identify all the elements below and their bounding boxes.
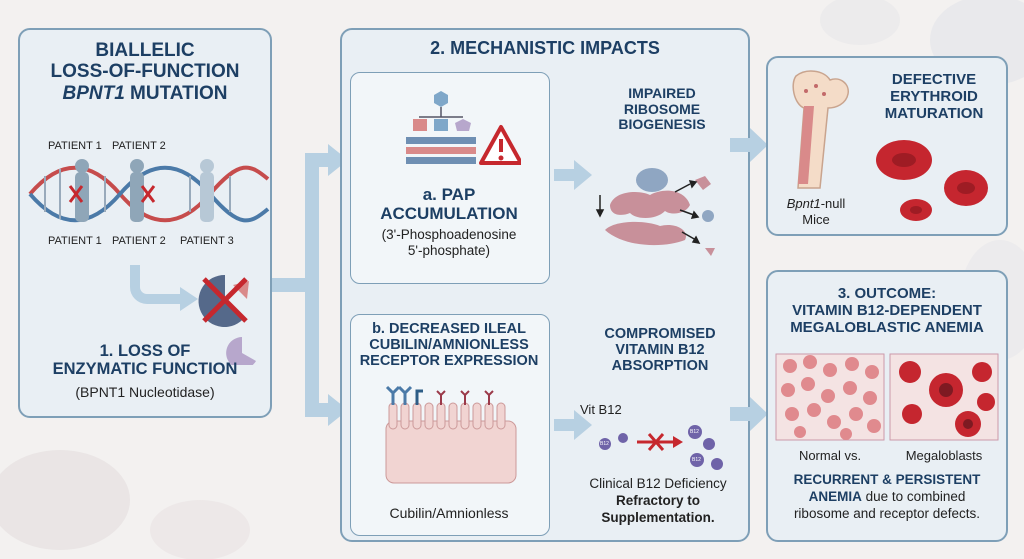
mega-label: Megaloblasts — [905, 448, 983, 463]
gene-name: BPNT1 — [62, 82, 125, 104]
recurrent-line1: RECURRENT & PERSISTENT — [793, 472, 981, 487]
panel-erythroid: Bpnt1-null Mice DEFECTIVE ERYTHROID MATU… — [766, 56, 1008, 236]
ribosome-title: IMPAIRED RIBOSOME BIOGENESIS — [582, 85, 742, 133]
pap-hierarchy-icon — [406, 91, 521, 165]
pap-sub-line1: (3'-Phosphoadenosine — [381, 227, 517, 242]
ribo-line2: RIBOSOME — [623, 100, 701, 117]
vit-line2: VITAMIN B12 — [615, 342, 705, 359]
panel-mechanistic: 2. MECHANISTIC IMPACTS a. PAP ACCUMULATI… — [340, 28, 750, 542]
vit-line1: COMPROMISED — [604, 326, 716, 342]
panel2-title: 2. MECHANISTIC IMPACTS — [430, 38, 660, 58]
mice-label: Bpnt1-null Mice — [774, 196, 858, 227]
vit-b12-label: Vit B12 — [580, 402, 622, 417]
ribo-line3: BIOGENESIS — [618, 116, 706, 133]
title-suffix: MUTATION — [124, 82, 228, 104]
patient-label-bottom-3: PATIENT 3 — [180, 235, 234, 247]
enzyme-inhibited-icon — [130, 265, 256, 365]
loss-line2: ENZYMATIC FUNCTION — [52, 360, 238, 379]
vitamin-title: COMPROMISED VITAMIN B12 ABSORPTION — [572, 326, 748, 375]
cubilin-title: b. DECREASED ILEAL CUBILIN/AMNIONLESS RE… — [351, 321, 547, 370]
bone-icon — [792, 70, 849, 189]
cubilin-line1: b. DECREASED ILEAL — [372, 321, 526, 337]
pap-sub-line2: 5'-phosphate) — [407, 243, 491, 259]
recurrent-line3: ribosome and receptor defects. — [793, 505, 981, 521]
mice-line2: Mice — [802, 211, 830, 227]
red-blood-cells-icon — [876, 140, 988, 221]
cubilin-line3: RECEPTOR EXPRESSION — [359, 353, 539, 370]
cubilin-cell-label: Cubilin/Amnionless — [389, 505, 509, 521]
deficiency-text: Clinical B12 Deficiency Refractory to Su… — [568, 476, 748, 527]
erythroid-title: DEFECTIVE ERYTHROID MATURATION — [864, 71, 1004, 122]
normal-label: Normal vs. — [798, 448, 862, 463]
b12-molecule-label-2: B12 — [690, 429, 699, 435]
recurrent-rest: due to combined — [861, 488, 966, 504]
mice-suffix: -null — [820, 196, 846, 211]
b12-molecule-label-1: B12 — [600, 441, 609, 447]
pap-line2: ACCUMULATION — [380, 204, 518, 224]
intestinal-epithelium-icon — [385, 385, 517, 484]
title-line2: LOSS-OF-FUNCTION — [50, 61, 240, 83]
deficiency-line2: Refractory to — [615, 492, 701, 508]
outcome-line3: MEGALOBLASTIC ANEMIA — [790, 318, 984, 336]
pap-line1: a. PAP — [422, 185, 476, 204]
outcome-title: 3. OUTCOME: VITAMIN B12-DEPENDENT MEGALO… — [768, 285, 1006, 336]
loss-function-sub: (BPNT1 Nucleotidase) — [75, 384, 215, 400]
patient-label-bottom-2: PATIENT 2 — [112, 235, 166, 247]
patient-label-top-1: PATIENT 1 — [48, 140, 102, 152]
cubilin-line2: CUBILIN/AMNIONLESS — [369, 337, 529, 354]
ery-line2: ERYTHROID — [890, 87, 978, 105]
arrow-to-erythroid — [730, 128, 768, 162]
deficiency-line1: Clinical B12 Deficiency — [589, 476, 727, 491]
ribo-line1: IMPAIRED — [628, 85, 696, 101]
title-line1: BIALLELIC — [95, 40, 195, 61]
arrow-pap-to-ribosome — [554, 160, 592, 190]
panel-mutation: BIALLELIC LOSS-OF-FUNCTION BPNT1 MUTATIO… — [18, 28, 272, 418]
pap-sub: (3'-Phosphoadenosine 5'-phosphate) — [351, 227, 547, 259]
mice-line1: Bpnt1-null — [774, 196, 858, 212]
recurrent-line2: ANEMIA due to combined — [768, 489, 1006, 506]
vit-line3: ABSORPTION — [611, 358, 709, 375]
arrow-cubilin-to-vitamin — [554, 410, 592, 440]
loss-function-title: 1. LOSS OF ENZYMATIC FUNCTION — [20, 342, 270, 379]
cubilin-box: b. DECREASED ILEAL CUBILIN/AMNIONLESS RE… — [350, 314, 550, 536]
recurrent-text: RECURRENT & PERSISTENT ANEMIA due to com… — [768, 472, 1006, 523]
outcome-line1: 3. OUTCOME: — [837, 285, 937, 302]
pap-title: a. PAP ACCUMULATION — [351, 185, 547, 223]
ery-line1: DEFECTIVE — [891, 71, 977, 88]
arrow-to-outcome — [730, 397, 768, 431]
blood-smear-comparison — [775, 353, 999, 441]
dna-helix-icon — [28, 159, 270, 223]
mice-gene: Bpnt1 — [786, 196, 821, 211]
panel-outcome: 3. OUTCOME: VITAMIN B12-DEPENDENT MEGALO… — [766, 270, 1008, 542]
deficiency-line3: Supplementation. — [601, 509, 715, 525]
ery-line3: MATURATION — [884, 104, 984, 122]
title-line3: BPNT1 MUTATION — [20, 83, 270, 104]
pap-box: a. PAP ACCUMULATION (3'-Phosphoadenosine… — [350, 72, 550, 284]
b12-molecule-label-3: B12 — [692, 457, 701, 463]
patient-label-bottom-1: PATIENT 1 — [48, 235, 102, 247]
panel1-title: BIALLELIC LOSS-OF-FUNCTION BPNT1 MUTATIO… — [20, 40, 270, 104]
ribosome-fragment-icon — [595, 168, 715, 256]
loss-line1: 1. LOSS OF — [99, 342, 191, 360]
branch-arrow — [272, 144, 348, 426]
vitamin-b12-blocked-icon — [599, 425, 723, 470]
recurrent-bold: ANEMIA — [808, 488, 862, 504]
outcome-line2: VITAMIN B12-DEPENDENT — [792, 301, 982, 319]
patient-label-top-2: PATIENT 2 — [112, 140, 166, 152]
